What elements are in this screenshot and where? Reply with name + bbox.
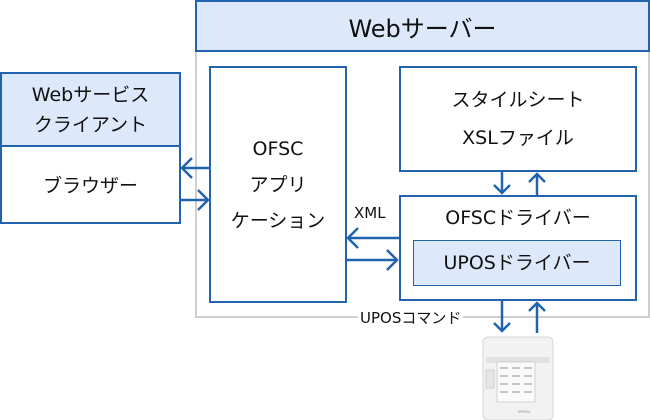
stylesheet-line2: XSLファイル — [462, 127, 574, 149]
upos-driver-label: UPOSドライバー — [443, 252, 591, 274]
arrow-browser-to-app — [181, 189, 210, 211]
client-header: Webサービス クライアント — [0, 72, 181, 147]
printer-brand: EPSON — [518, 410, 530, 414]
stylesheet-box: スタイルシート XSLファイル — [399, 66, 637, 172]
ofsc-application: OFSC アプリ ケーション — [209, 66, 347, 303]
arrow-printer-to-driver — [528, 301, 546, 333]
ofsc-app-line2: アプリ — [249, 173, 307, 196]
receipt-printer-icon: EPSON — [482, 336, 554, 420]
upos-command-label: UPOSコマンド — [358, 307, 464, 328]
arrow-driver-to-printer — [493, 301, 511, 333]
browser-box: ブラウザー — [0, 147, 181, 224]
arrow-driver-to-stylesheet — [528, 172, 546, 195]
xml-label: XML — [354, 204, 386, 222]
ofsc-driver — [399, 195, 637, 301]
ofsc-driver-title: OFSCドライバー — [445, 207, 591, 229]
browser-label: ブラウザー — [42, 174, 138, 197]
client-title-line1: Webサービス — [31, 83, 150, 106]
stylesheet-line1: スタイルシート — [451, 89, 585, 111]
ofsc-app-line1: OFSC — [252, 137, 304, 160]
ofsc-driver-title-box: OFSCドライバー — [399, 200, 637, 236]
arrow-app-to-driver — [347, 249, 399, 271]
web-server-title: Webサーバー — [348, 14, 497, 43]
arrow-app-to-browser — [180, 157, 209, 179]
arrow-driver-to-app — [346, 227, 399, 249]
upos-driver: UPOSドライバー — [413, 240, 621, 286]
ofsc-app-line3: ケーション — [230, 209, 326, 232]
client-title-line2: クライアント — [33, 113, 148, 136]
arrow-stylesheet-to-driver — [493, 172, 511, 195]
web-server-header: Webサーバー — [195, 0, 650, 52]
